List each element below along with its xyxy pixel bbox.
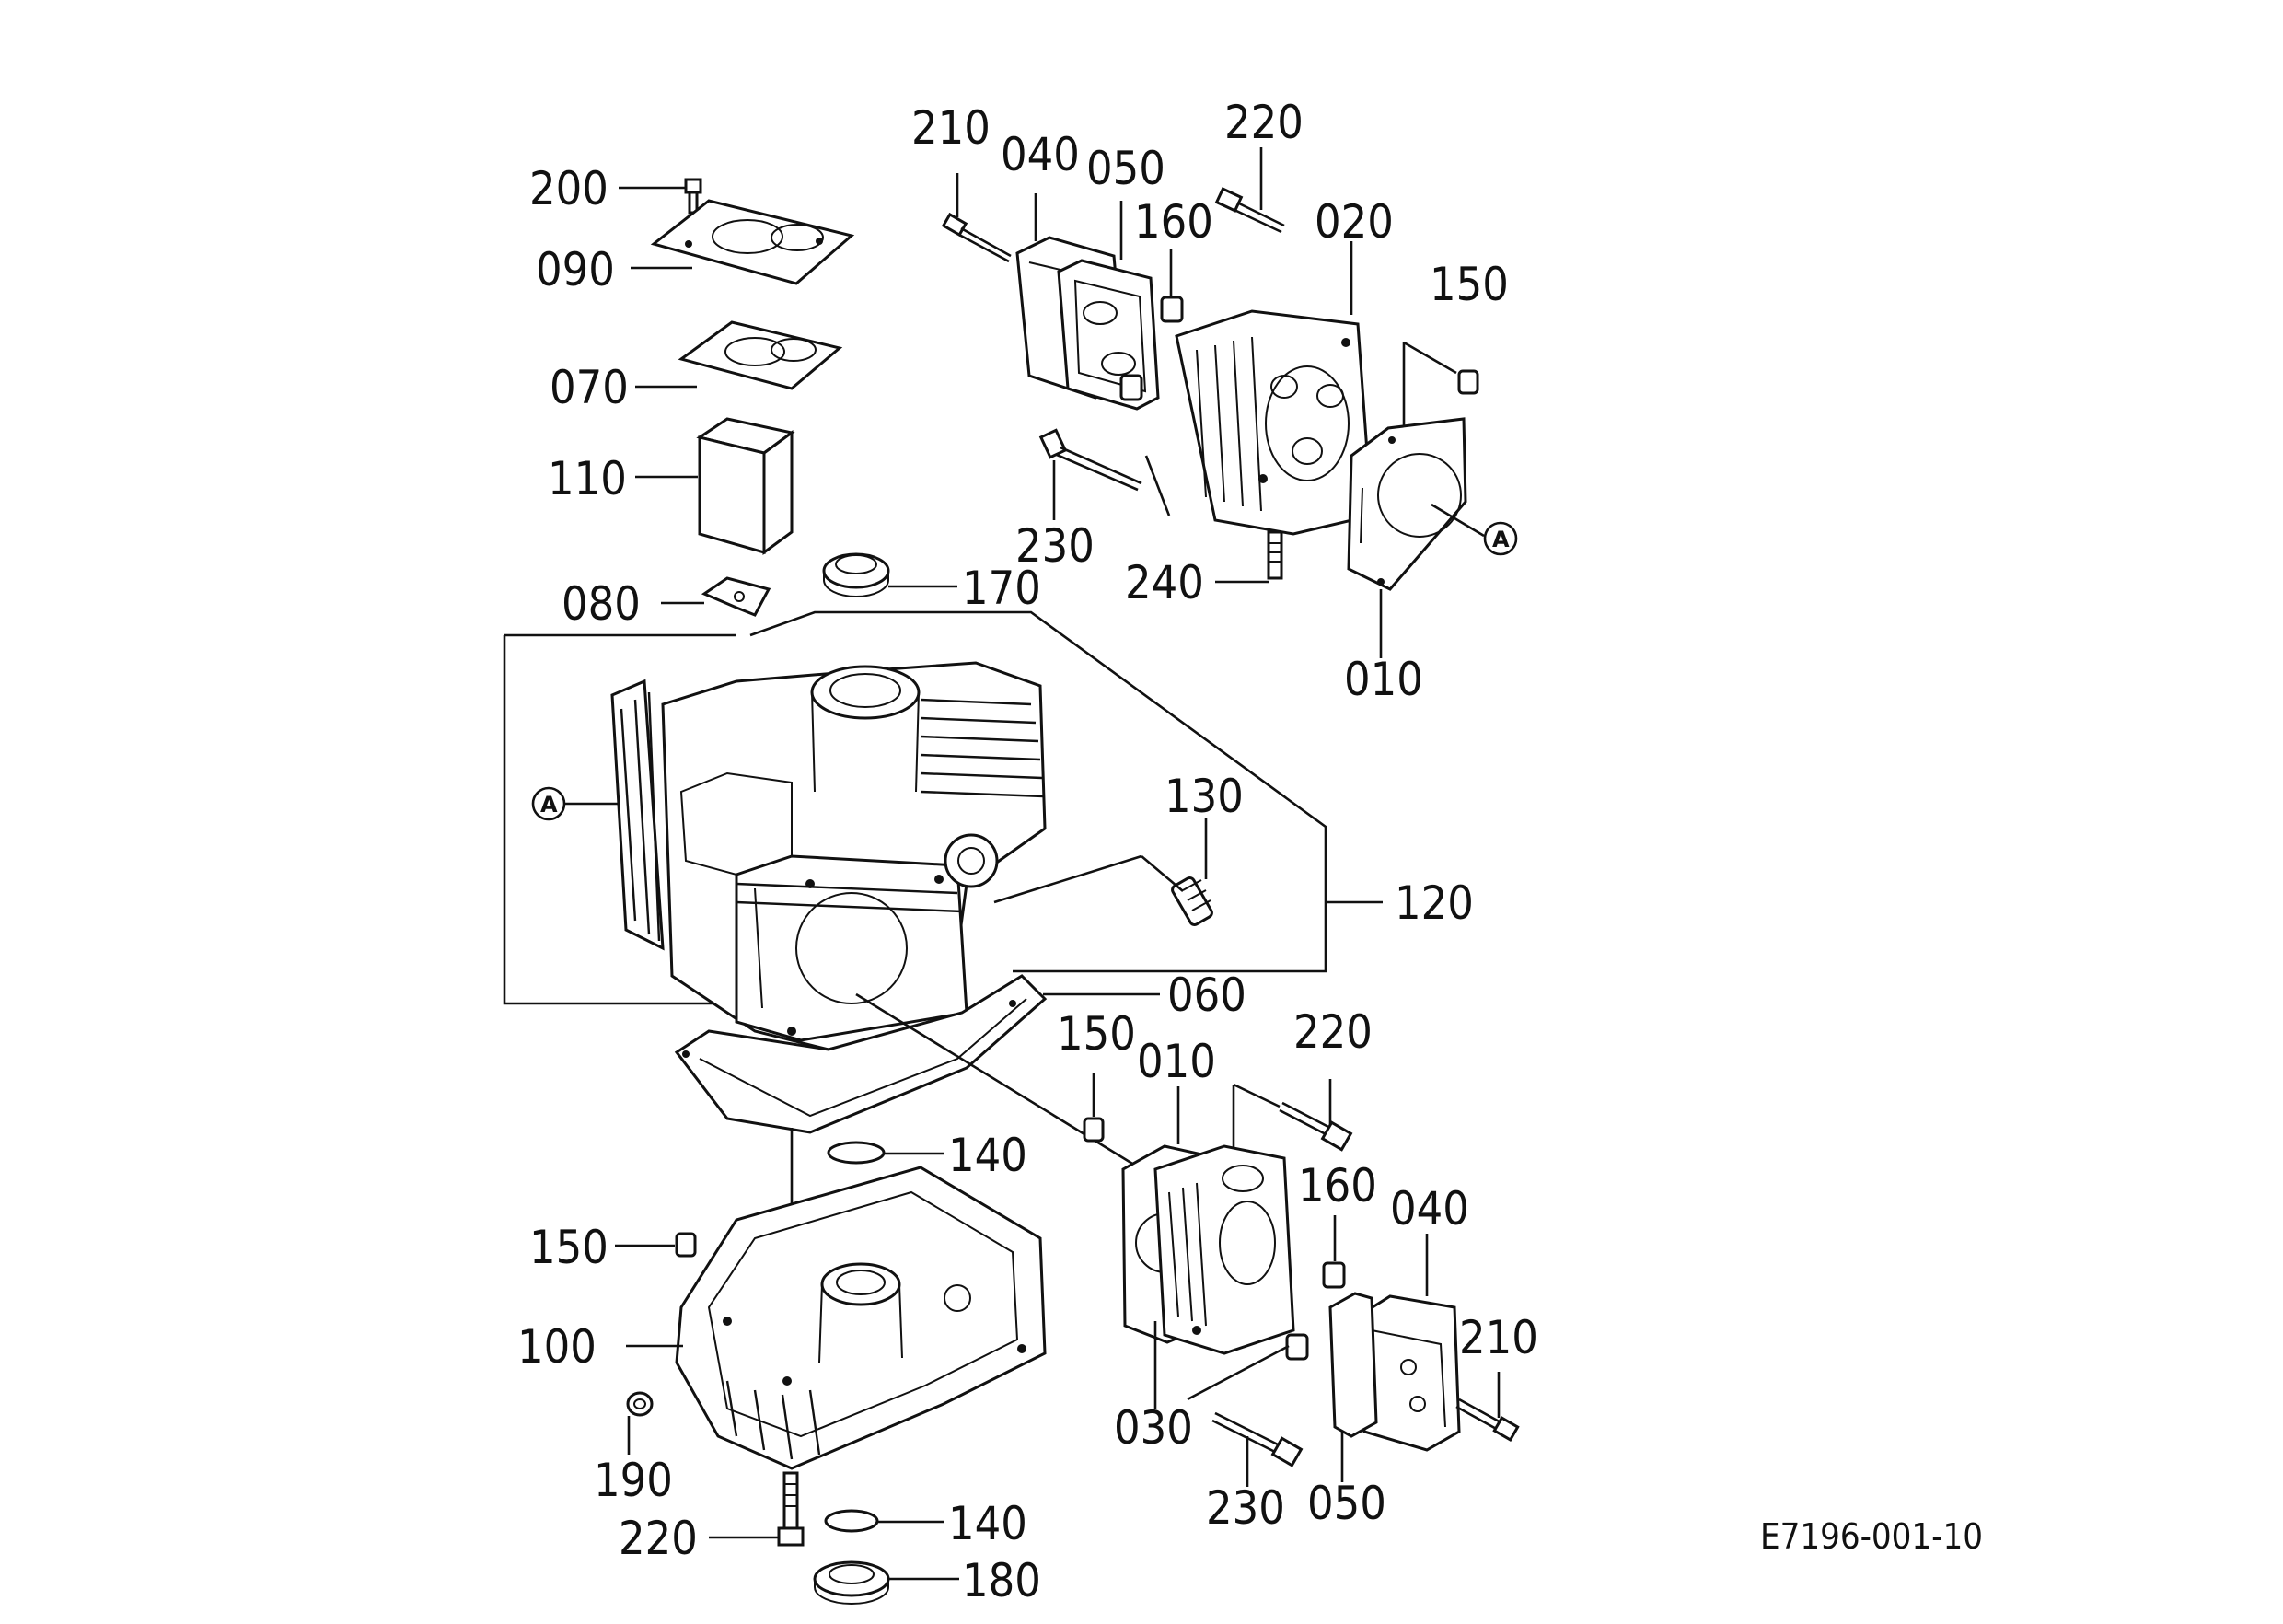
gasket-060[interactable] bbox=[674, 974, 1048, 1134]
label-030: 030 bbox=[1114, 1401, 1193, 1455]
bolt-230-lower[interactable] bbox=[1211, 1411, 1304, 1467]
svg-text:A: A bbox=[1492, 527, 1510, 552]
label-140-upper: 140 bbox=[948, 1129, 1027, 1182]
label-130: 130 bbox=[1165, 770, 1244, 823]
label-230-lower: 230 bbox=[1206, 1481, 1285, 1535]
bolt-210-upper[interactable] bbox=[941, 212, 1012, 263]
filter-element-110[interactable] bbox=[696, 417, 795, 555]
label-160-lower: 160 bbox=[1298, 1159, 1377, 1212]
breather-130[interactable] bbox=[1171, 876, 1214, 927]
label-060: 060 bbox=[1167, 969, 1246, 1022]
bolt-220-lower[interactable] bbox=[1279, 1101, 1353, 1152]
cover-plate-090[interactable] bbox=[650, 199, 855, 285]
label-210-upper: 210 bbox=[911, 101, 991, 155]
bracket-120-right bbox=[749, 610, 1327, 973]
label-220-upper: 220 bbox=[1224, 96, 1304, 149]
label-150-middle: 150 bbox=[1057, 1007, 1136, 1061]
label-100: 100 bbox=[517, 1320, 597, 1374]
svg-text:A: A bbox=[540, 792, 558, 818]
bracket-080[interactable] bbox=[701, 576, 771, 617]
label-150-lower: 150 bbox=[529, 1221, 608, 1274]
rocker-gasket-050-upper[interactable] bbox=[1057, 259, 1160, 411]
label-140-lower: 140 bbox=[948, 1497, 1027, 1550]
o-ring-140-lower[interactable] bbox=[824, 1509, 879, 1533]
label-220-lower: 220 bbox=[1293, 1005, 1373, 1059]
label-050-upper: 050 bbox=[1086, 142, 1165, 195]
dowel-150-middle[interactable] bbox=[1083, 1117, 1105, 1143]
rocker-cover-040-lower[interactable] bbox=[1356, 1294, 1461, 1452]
head-gasket-010-upper[interactable] bbox=[1347, 417, 1467, 591]
label-160-upper: 160 bbox=[1134, 195, 1213, 249]
label-070: 070 bbox=[550, 361, 629, 414]
label-090: 090 bbox=[536, 243, 615, 296]
label-200: 200 bbox=[529, 162, 608, 215]
oil-seal-170[interactable] bbox=[822, 552, 890, 597]
cylinder-head-020[interactable] bbox=[1175, 309, 1373, 536]
label-040-lower: 040 bbox=[1390, 1182, 1469, 1235]
label-050-lower: 050 bbox=[1307, 1477, 1386, 1530]
label-180: 180 bbox=[962, 1554, 1041, 1607]
dowel-150-upper[interactable] bbox=[1457, 369, 1479, 395]
bolt-220-bottom[interactable] bbox=[777, 1471, 805, 1547]
crankcase-cover-100[interactable] bbox=[675, 1166, 1047, 1470]
label-220-bottom: 220 bbox=[619, 1512, 698, 1565]
label-110: 110 bbox=[548, 452, 627, 505]
label-190: 190 bbox=[594, 1454, 673, 1507]
rocker-gasket-050-lower[interactable] bbox=[1328, 1292, 1378, 1438]
crankcase-block-120[interactable] bbox=[610, 661, 1047, 1051]
dowel-150-lower[interactable] bbox=[675, 1232, 697, 1258]
drawing-code: E7196-001-10 bbox=[1760, 1516, 1983, 1557]
bracket-120-left bbox=[503, 635, 759, 1005]
label-170: 170 bbox=[962, 562, 1041, 615]
gasket-070[interactable] bbox=[678, 320, 843, 390]
label-150-upper: 150 bbox=[1430, 258, 1509, 311]
o-ring-140-upper[interactable] bbox=[827, 1141, 886, 1165]
label-040-upper: 040 bbox=[1001, 128, 1080, 181]
bolt-220-upper[interactable] bbox=[1214, 187, 1285, 234]
label-230-upper: 230 bbox=[1015, 519, 1095, 573]
label-210-lower: 210 bbox=[1459, 1311, 1538, 1364]
dowel-160-upper[interactable] bbox=[1119, 296, 1184, 401]
label-080: 080 bbox=[562, 577, 641, 631]
label-010-upper: 010 bbox=[1344, 653, 1423, 706]
label-020: 020 bbox=[1315, 195, 1394, 249]
bolt-210-lower[interactable] bbox=[1455, 1398, 1520, 1442]
label-240: 240 bbox=[1125, 556, 1204, 609]
label-120: 120 bbox=[1395, 876, 1474, 930]
oil-seal-180[interactable] bbox=[813, 1560, 890, 1605]
bolt-230-upper[interactable] bbox=[1038, 428, 1142, 492]
stud-240[interactable] bbox=[1267, 530, 1283, 580]
cylinder-head-030[interactable] bbox=[1153, 1144, 1295, 1355]
label-010-lower: 010 bbox=[1137, 1035, 1216, 1088]
ref-mark-a-left: A bbox=[531, 786, 566, 821]
ref-mark-a-upper: A bbox=[1483, 521, 1518, 556]
plug-190[interactable] bbox=[626, 1391, 654, 1417]
